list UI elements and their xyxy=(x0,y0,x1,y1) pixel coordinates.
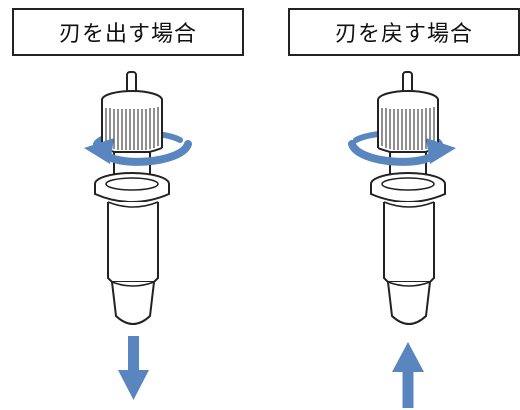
rotation-arrowhead-ccw xyxy=(84,138,114,164)
down-arrow-shaft xyxy=(128,336,139,372)
knob-knurl xyxy=(381,107,435,150)
label-box-extend: 刃を出す場合 xyxy=(12,8,244,56)
panel-extend-blade: 刃を出す場合 xyxy=(12,0,248,410)
label-extend-blade: 刃を出す場合 xyxy=(58,22,197,47)
holder-tip xyxy=(111,281,155,325)
holder-body xyxy=(383,202,435,283)
label-box-retract: 刃を戻す場合 xyxy=(288,8,520,56)
up-arrow-shaft xyxy=(402,370,414,408)
blade-holder-illustration-retract xyxy=(348,71,456,408)
label-retract-blade: 刃を戻す場合 xyxy=(334,22,473,47)
blade-holder-illustration-extend xyxy=(84,71,192,400)
down-arrow-icon xyxy=(118,370,149,400)
holder-tip xyxy=(387,281,431,325)
holder-body xyxy=(107,202,159,283)
up-arrow-icon xyxy=(392,342,424,372)
panel-retract-blade: 刃を戻す場合 xyxy=(288,0,520,410)
rotation-arrowhead-cw xyxy=(426,138,456,164)
